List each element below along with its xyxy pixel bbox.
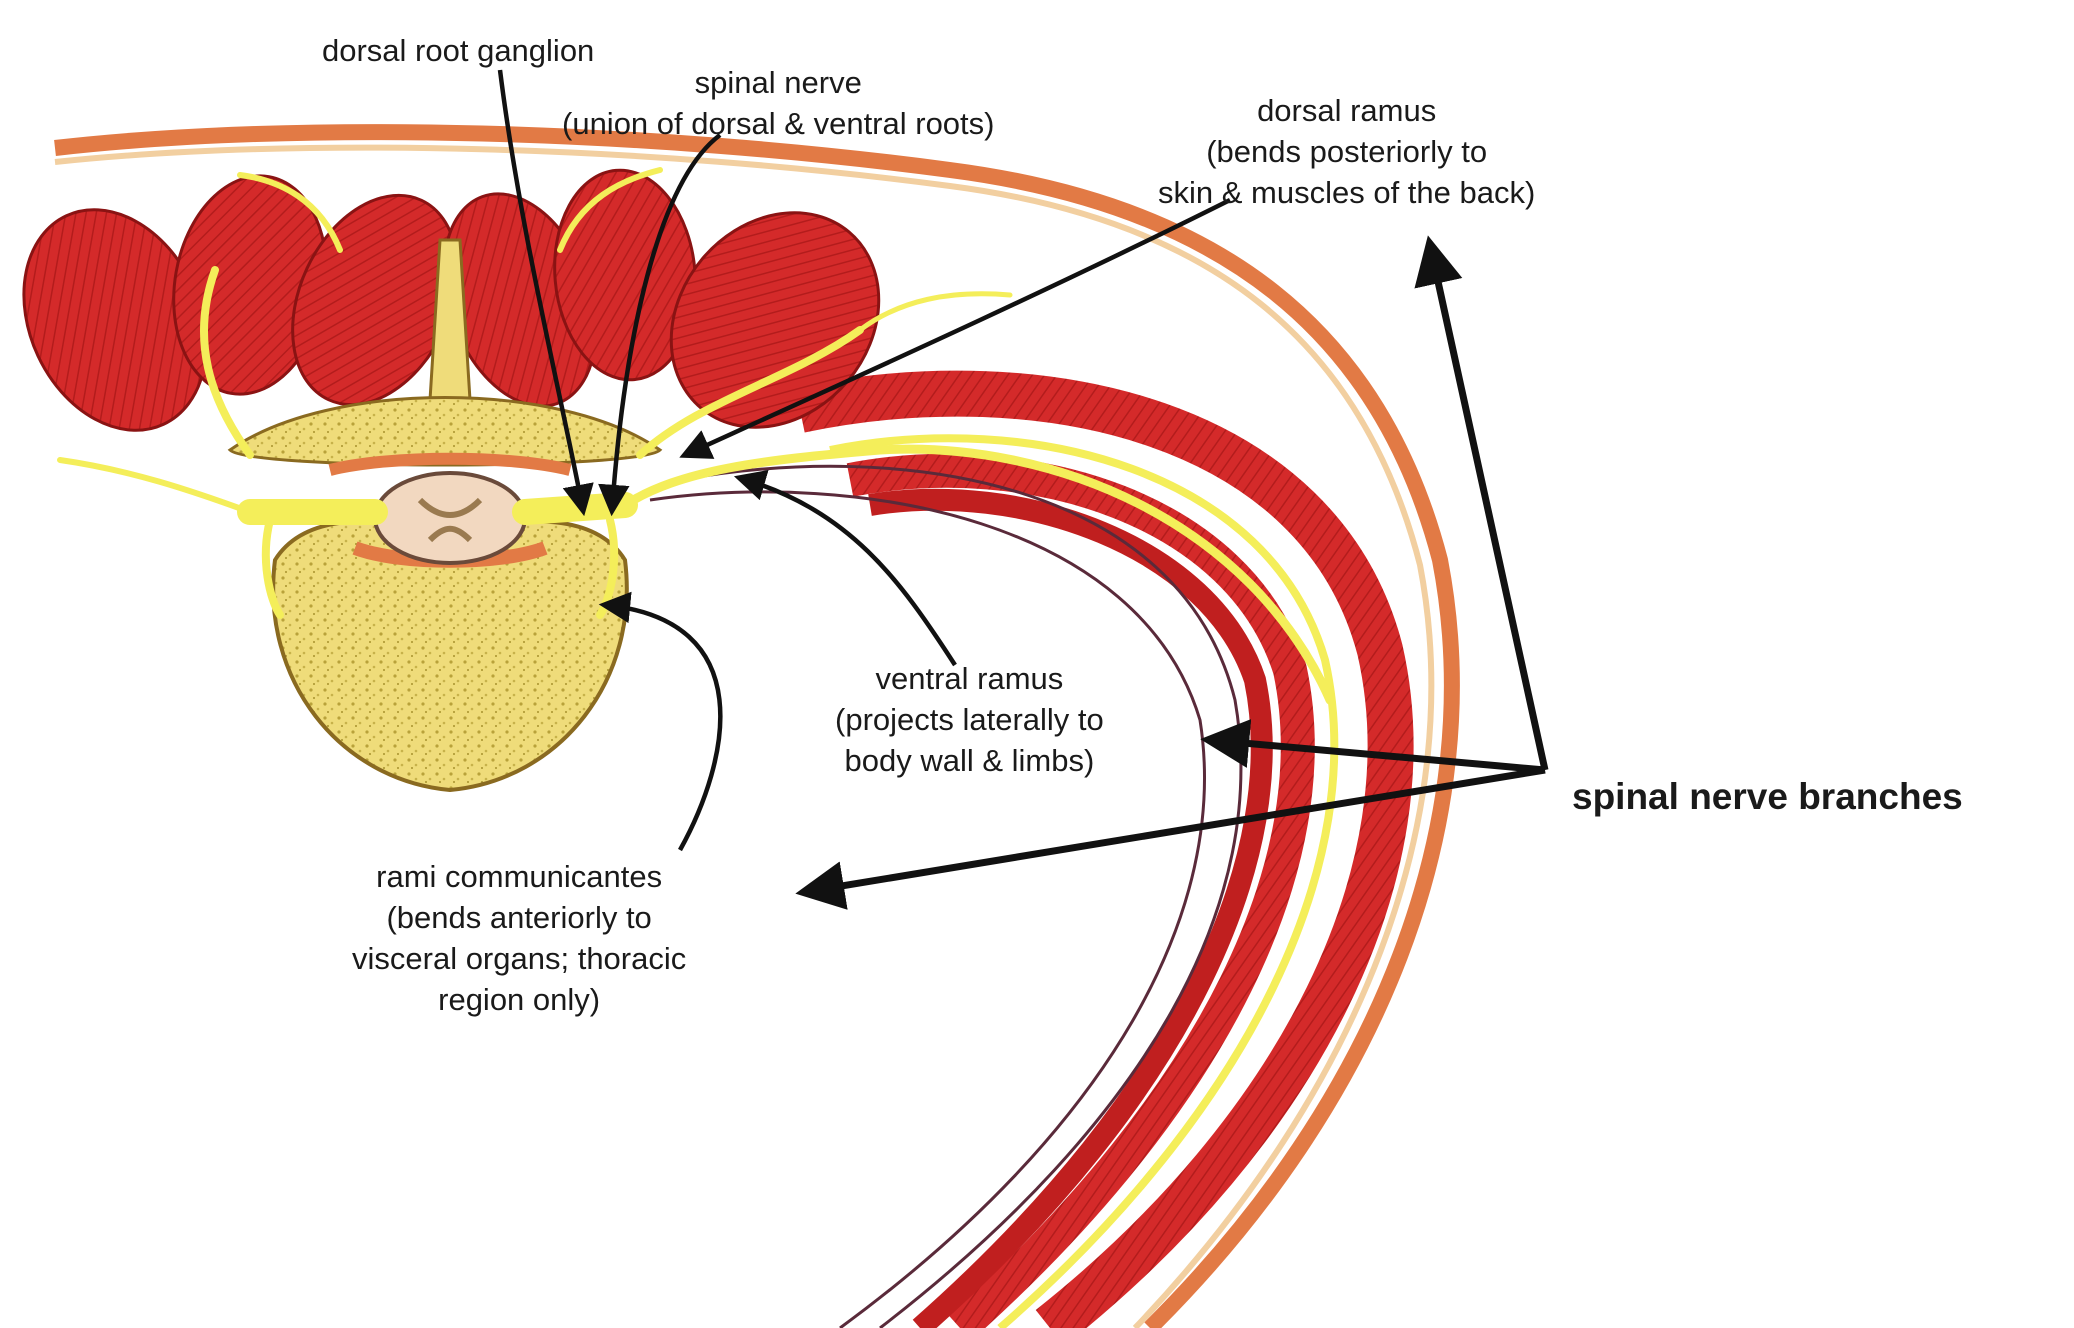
label-line: skin & muscles of the back)	[1158, 172, 1535, 213]
label-line: region only)	[352, 979, 686, 1020]
label-line: (projects laterally to	[835, 699, 1104, 740]
label-dorsal-ramus: dorsal ramus (bends posteriorly to skin …	[1158, 90, 1535, 213]
label-line: rami communicantes	[352, 856, 686, 897]
label-line: spinal nerve	[562, 62, 995, 103]
label-dorsal-root-ganglion: dorsal root ganglion	[322, 30, 594, 71]
label-line: dorsal ramus	[1158, 90, 1535, 131]
spinal-cord	[375, 473, 525, 563]
label-line: (union of dorsal & ventral roots)	[562, 103, 995, 144]
label-line: body wall & limbs)	[835, 740, 1104, 781]
label-line: dorsal root ganglion	[322, 30, 594, 71]
label-line: (bends posteriorly to	[1158, 131, 1535, 172]
label-line: visceral organs; thoracic	[352, 938, 686, 979]
label-spinal-nerve: spinal nerve (union of dorsal & ventral …	[562, 62, 995, 144]
label-line: ventral ramus	[835, 658, 1104, 699]
label-rami-communicantes: rami communicantes (bends anteriorly to …	[352, 856, 686, 1020]
label-line: (bends anteriorly to	[352, 897, 686, 938]
label-ventral-ramus: ventral ramus (projects laterally to bod…	[835, 658, 1104, 781]
label-spinal-nerve-branches: spinal nerve branches	[1572, 776, 1963, 817]
